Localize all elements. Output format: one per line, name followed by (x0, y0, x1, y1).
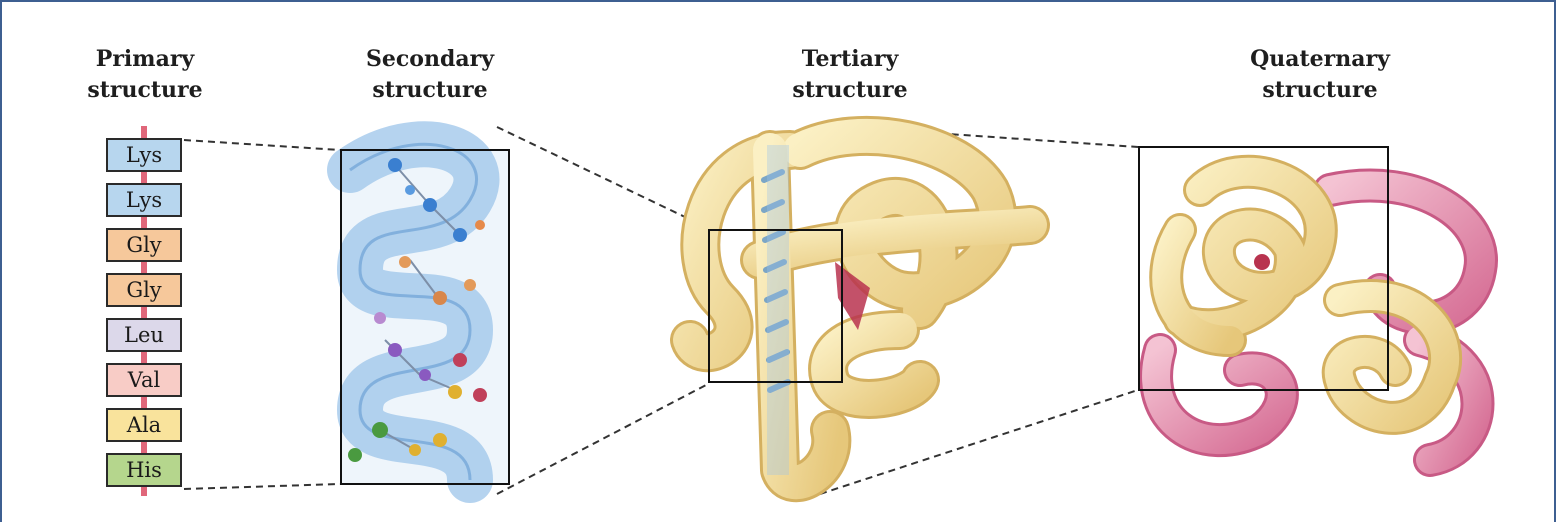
alpha-helix-illustration (342, 144, 508, 484)
quaternary-assembly-illustration (1156, 172, 1481, 460)
heme-group (1254, 254, 1270, 270)
